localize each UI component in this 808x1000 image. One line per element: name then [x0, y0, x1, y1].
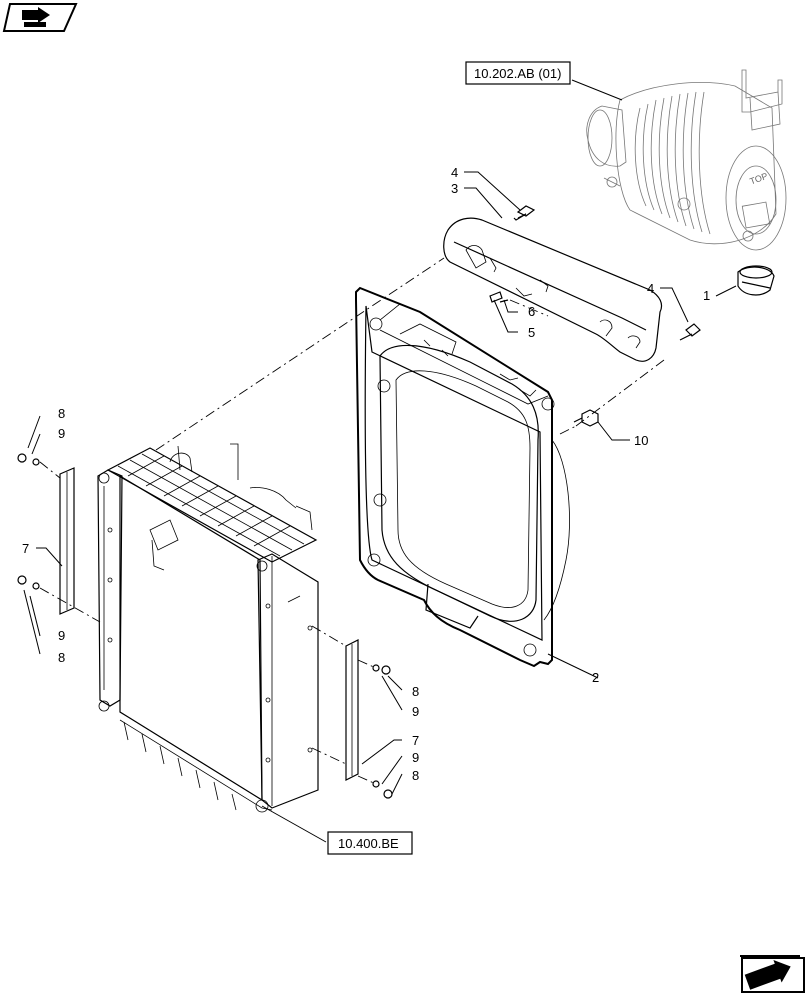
air-cleaner-assembly: TOP — [586, 69, 787, 251]
radiator-assembly — [97, 443, 319, 813]
svg-text:10.202.AB (01): 10.202.AB (01) — [474, 66, 561, 81]
callout-5: 5 — [528, 325, 535, 340]
callout-10: 10 — [634, 433, 648, 448]
callout-9-right-lower: 9 — [412, 750, 419, 765]
book-arrow-icon[interactable] — [2, 3, 78, 32]
air-cleaner-top-label: TOP — [748, 171, 769, 187]
assembly-lines — [39, 257, 665, 785]
callout-6: 6 — [528, 304, 535, 319]
callout-8-right-lower: 8 — [412, 768, 419, 783]
callout-4-upper: 4 — [451, 165, 458, 180]
callout-7-left: 7 — [22, 541, 29, 556]
svg-text:10.400.BE: 10.400.BE — [338, 836, 399, 851]
callout-8-top-left: 8 — [58, 406, 65, 421]
side-bracket-left — [59, 467, 75, 615]
callout-9-top-left: 9 — [58, 426, 65, 441]
bolt-right — [679, 323, 701, 341]
next-page-arrow-icon[interactable] — [740, 955, 805, 993]
upper-baffle-part — [443, 217, 663, 362]
callout-4-right: 4 — [647, 281, 654, 296]
leader-lines — [23, 79, 737, 843]
callout-2: 2 — [592, 670, 599, 685]
callout-labels: 1 2 3 4 4 5 6 7 7 8 8 8 8 9 9 9 9 10 — [22, 165, 710, 783]
bolt-upper — [513, 205, 536, 221]
callout-3: 3 — [451, 181, 458, 196]
callout-1: 1 — [703, 288, 710, 303]
side-bracket-right — [345, 639, 359, 781]
dust-valve-part — [737, 265, 775, 296]
callout-7-right: 7 — [412, 733, 419, 748]
small-fasteners — [489, 291, 509, 303]
callout-8-bottom-left: 8 — [58, 650, 65, 665]
reference-box-radiator[interactable]: 10.400.BE — [327, 831, 413, 855]
callout-8-right-upper: 8 — [412, 684, 419, 699]
fan-shroud-part — [355, 286, 570, 668]
callout-9-bottom-left: 9 — [58, 628, 65, 643]
fasteners-8-9 — [17, 453, 393, 799]
reference-box-air-cleaner[interactable]: 10.202.AB (01) — [465, 61, 571, 85]
callout-9-right-upper: 9 — [412, 704, 419, 719]
